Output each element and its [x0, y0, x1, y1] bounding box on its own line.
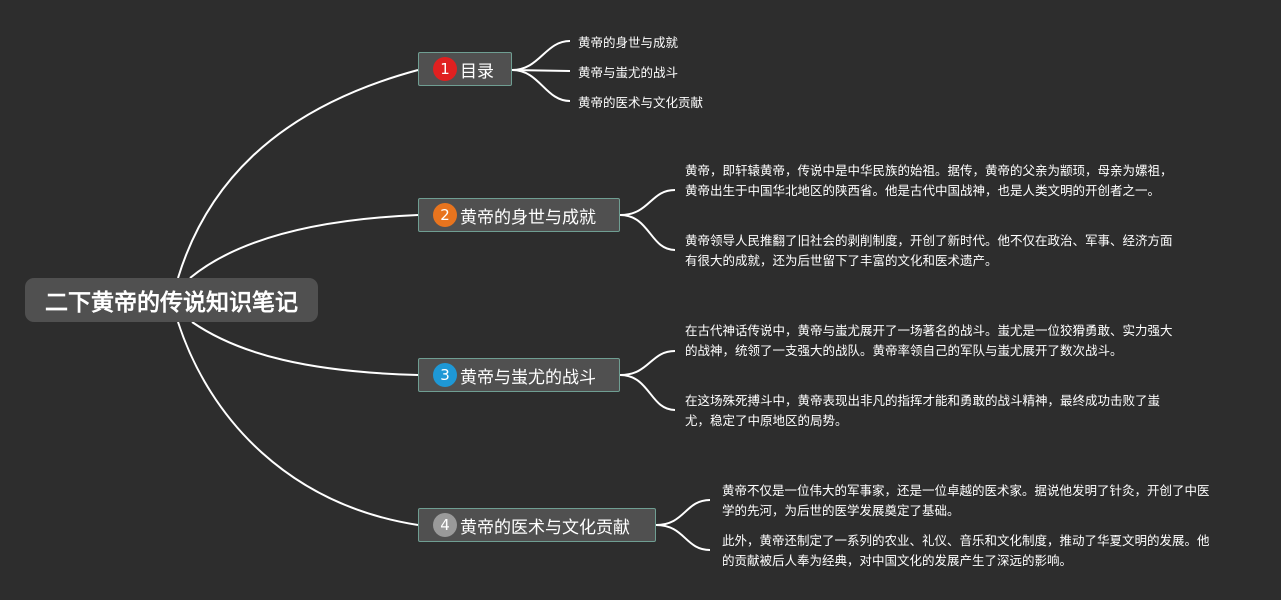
connector-root-branch-4 [177, 321, 419, 526]
note-text[interactable]: 黄帝领导人民推翻了旧社会的剥削制度，开创了新时代。他不仅在政治、军事、经济方面有… [685, 233, 1173, 268]
note-text[interactable]: 黄帝不仅是一位伟大的军事家，还是一位卓越的医术家。据说他发明了针灸，开创了中医学… [722, 483, 1210, 518]
branch-node-contents[interactable]: 1 目录 [418, 52, 512, 86]
number-badge-icon: 1 [433, 57, 457, 81]
number-badge-icon: 4 [433, 513, 457, 537]
root-title: 二下黄帝的传说知识笔记 [45, 290, 298, 316]
root-node[interactable]: 二下黄帝的传说知识笔记 [25, 278, 318, 322]
connector-b2-c1 [619, 189, 676, 216]
connector-b1-c3 [511, 69, 571, 102]
connector-root-branch-1 [177, 69, 419, 279]
branch-node-origin-achievements[interactable]: 2 黄帝的身世与成就 [418, 198, 620, 232]
connector-b2-c2 [619, 214, 676, 251]
leaf-item[interactable]: 黄帝的医术与文化贡献 [578, 95, 704, 110]
branch-label: 目录 [460, 61, 494, 82]
note-text[interactable]: 在这场殊死搏斗中，黄帝表现出非凡的指挥才能和勇敢的战斗精神，最终成功击败了蚩尤，… [685, 393, 1161, 428]
connector-root-branch-3 [191, 321, 419, 376]
leaf-item[interactable]: 黄帝的身世与成就 [578, 35, 679, 50]
connector-b3-c1 [619, 350, 676, 376]
number-badge-icon: 2 [433, 203, 457, 227]
branch-node-medicine-culture[interactable]: 4 黄帝的医术与文化贡献 [418, 508, 656, 542]
note-text[interactable]: 在古代神话传说中，黄帝与蚩尤展开了一场著名的战斗。蚩尤是一位狡猾勇敢、实力强大的… [685, 323, 1173, 358]
connector-b1-c1 [511, 40, 571, 71]
connector-b3-c2 [619, 374, 676, 411]
branch-node-battle-chiyou[interactable]: 3 黄帝与蚩尤的战斗 [418, 358, 620, 392]
number-badge-icon: 3 [433, 363, 457, 387]
connector-root-branch-2 [189, 214, 419, 279]
branch-label: 黄帝与蚩尤的战斗 [460, 367, 596, 388]
leaf-item[interactable]: 黄帝与蚩尤的战斗 [578, 65, 679, 80]
connector-b4-c2 [655, 524, 711, 551]
connector-b4-c1 [655, 499, 711, 526]
branch-label: 黄帝的身世与成就 [460, 207, 596, 228]
branch-label: 黄帝的医术与文化贡献 [460, 517, 630, 538]
note-text[interactable]: 黄帝，即轩辕黄帝，传说中是中华民族的始祖。据传，黄帝的父亲为颛顼，母亲为嫘祖，黄… [685, 163, 1173, 198]
connector-b1-c2 [511, 69, 571, 72]
note-text[interactable]: 此外，黄帝还制定了一系列的农业、礼仪、音乐和文化制度，推动了华夏文明的发展。他的… [722, 533, 1210, 568]
